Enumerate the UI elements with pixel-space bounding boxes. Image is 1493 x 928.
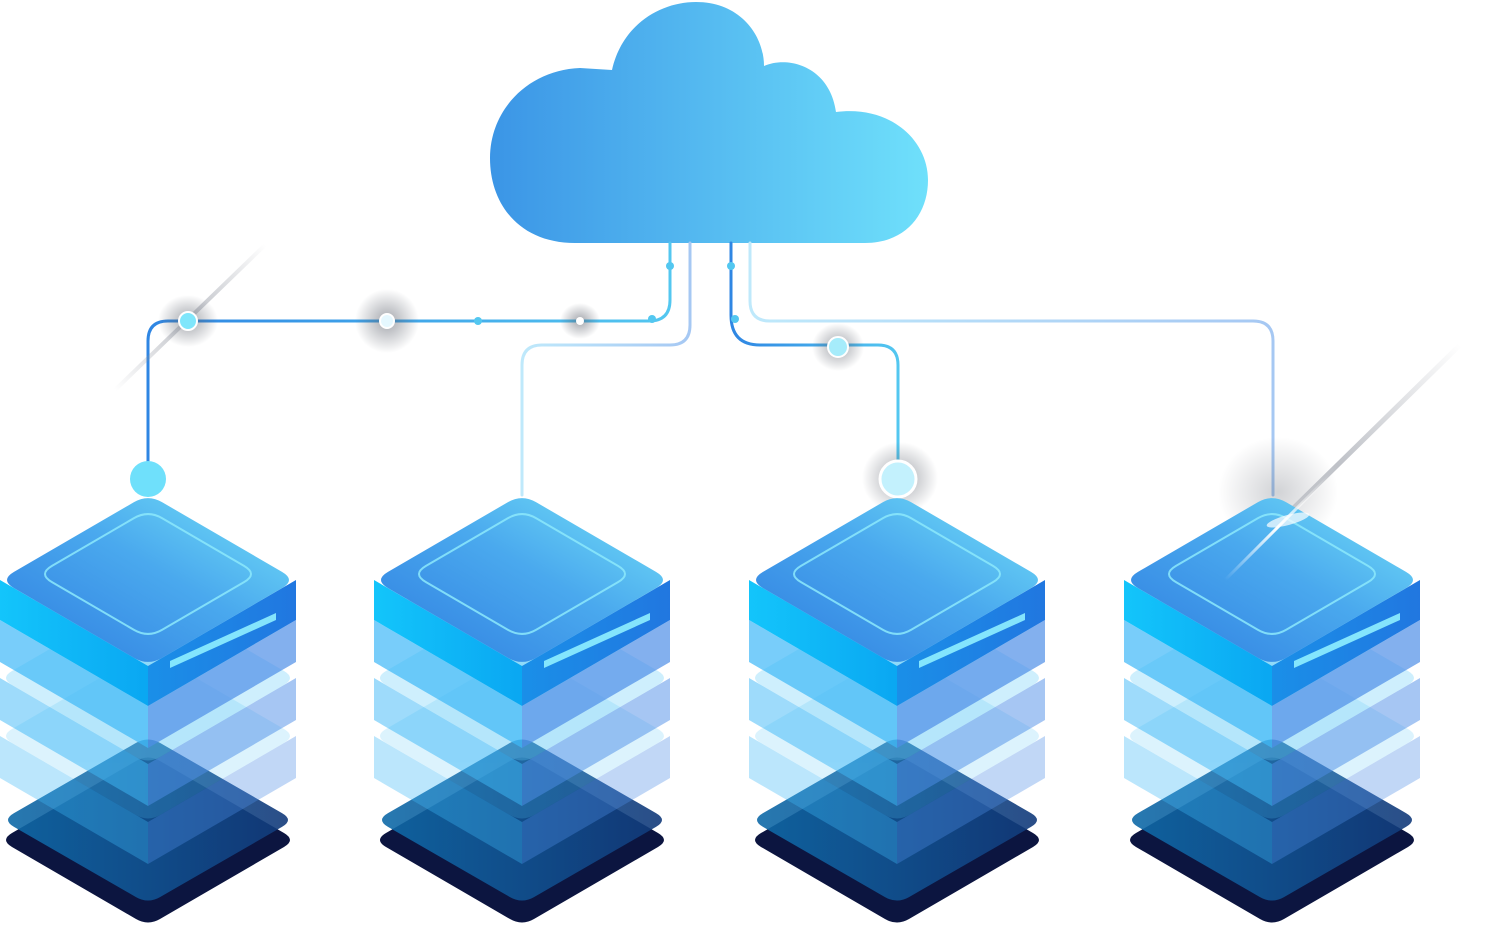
link-cloud-server-3 xyxy=(729,241,900,482)
node-dot xyxy=(178,311,198,331)
server-top-panel xyxy=(1168,513,1376,635)
node-dot xyxy=(727,262,735,270)
node-dot xyxy=(666,262,674,270)
node-dot xyxy=(827,336,849,358)
server-side-left xyxy=(0,580,148,706)
node-dot xyxy=(130,461,166,497)
link-cloud-server-1 xyxy=(146,241,672,482)
server-slot xyxy=(544,613,650,668)
cloud-icon xyxy=(490,2,928,243)
server-base-glow xyxy=(1132,739,1412,901)
server-stack-icon xyxy=(1124,498,1420,923)
connection-nodes xyxy=(130,262,918,499)
server-top-face xyxy=(7,498,289,662)
node-dot xyxy=(878,459,918,499)
server-top-face xyxy=(756,498,1038,662)
server-side-left xyxy=(1124,580,1272,706)
server-group xyxy=(0,498,1420,923)
node-dot xyxy=(731,315,739,323)
server-top-panel xyxy=(793,513,1001,635)
server-base-glow xyxy=(757,739,1037,901)
node-dot xyxy=(474,317,482,325)
link-cloud-server-2 xyxy=(520,241,692,497)
server-slot xyxy=(170,613,276,668)
server-top-face xyxy=(1131,498,1413,662)
server-slot xyxy=(1294,613,1400,668)
server-side-left xyxy=(374,580,522,706)
link-cloud-server-4 xyxy=(748,241,1275,497)
server-base-glow xyxy=(382,739,662,901)
server-slot xyxy=(919,613,1025,668)
node-dot xyxy=(648,315,656,323)
server-stack-icon xyxy=(749,498,1045,923)
node-dot xyxy=(576,317,584,325)
light-flare xyxy=(1223,473,1332,582)
server-base-glow xyxy=(8,739,288,901)
server-stack-icon xyxy=(0,498,296,923)
connection-lines xyxy=(146,241,1275,497)
server-top-face xyxy=(381,498,663,662)
server-top-panel xyxy=(44,513,252,635)
server-side-left xyxy=(749,580,897,706)
server-top-panel xyxy=(418,513,626,635)
server-stack-icon xyxy=(374,498,670,923)
node-dot xyxy=(379,313,395,329)
